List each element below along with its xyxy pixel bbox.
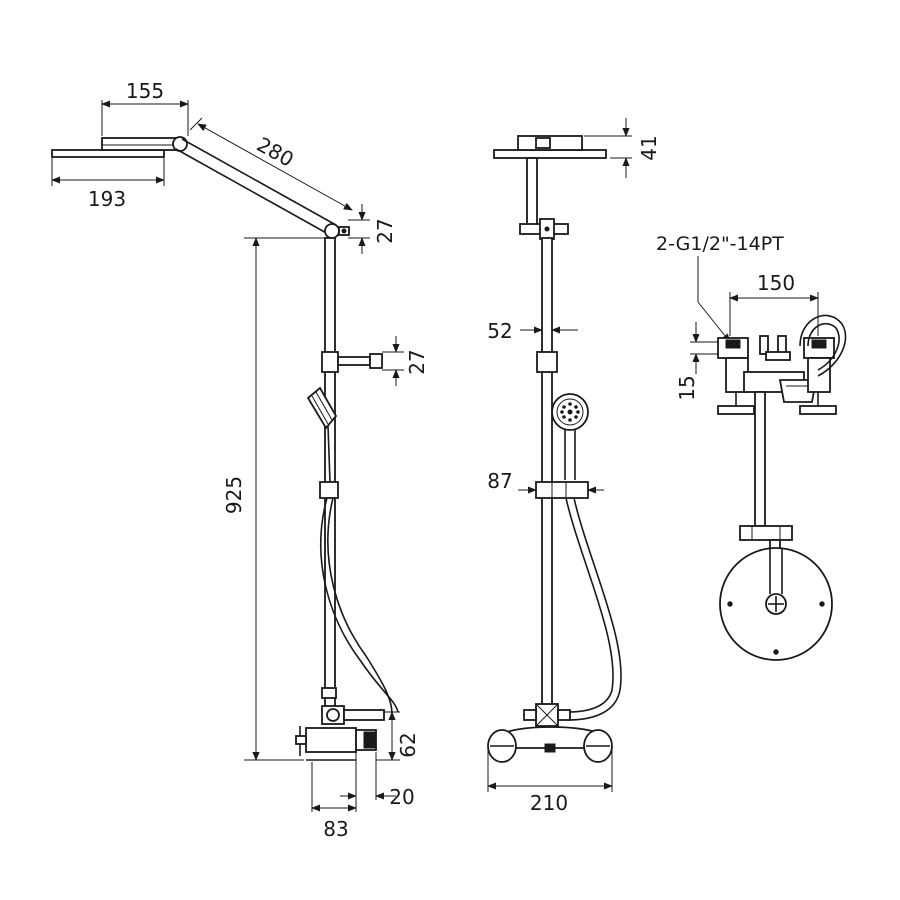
side-hand-shower <box>306 386 338 483</box>
front-mixer <box>487 703 613 763</box>
dim-text-280: 280 <box>253 132 298 172</box>
dim-text-27-bracket: 27 <box>405 349 429 374</box>
dim-head-thickness: 41 <box>584 118 661 178</box>
front-hand-shower-holder <box>535 481 589 499</box>
front-upper-bracket <box>519 218 569 240</box>
thread-spec-label: 2-G1/2"-14PT <box>656 233 784 255</box>
dim-text-87: 87 <box>487 469 512 493</box>
front-slide-bar <box>536 237 558 709</box>
side-mixer <box>295 705 385 761</box>
dim-text-150: 150 <box>757 271 795 295</box>
dim-inlet-offset: 15 <box>675 322 724 401</box>
dim-mixer-span: 210 <box>487 750 613 815</box>
dim-inlet-spacing: 150 <box>729 271 819 336</box>
dim-mixer-height: 62 <box>376 711 420 761</box>
dim-column-height: 925 <box>222 237 324 761</box>
dim-text-193: 193 <box>88 187 126 211</box>
dim-head-arm-length: 155 <box>101 79 189 136</box>
dim-text-925: 925 <box>222 476 246 514</box>
dim-arm-joint-height: 27 <box>348 204 397 254</box>
thread-spec-leader <box>697 256 731 343</box>
dim-text-20: 20 <box>389 785 414 809</box>
dim-text-52: 52 <box>487 319 512 343</box>
dim-slide-bar-width: 52 <box>487 319 578 343</box>
front-view: 41 52 87 210 <box>487 118 661 815</box>
top-mixer-body <box>743 335 818 403</box>
dim-mixer-width: 20 <box>340 752 415 809</box>
dim-text-41: 41 <box>637 135 661 160</box>
top-wall-plate <box>719 547 833 661</box>
dim-holder-width: 87 <box>487 469 604 494</box>
dim-text-210: 210 <box>530 791 568 815</box>
top-left-inlet <box>717 337 755 415</box>
top-view: 2-G1/2"-14PT 150 15 <box>656 233 847 661</box>
dim-text-62: 62 <box>396 732 420 757</box>
side-view: 155 193 280 27 27 <box>51 79 429 841</box>
side-shower-head <box>51 136 188 158</box>
side-hose <box>320 497 399 715</box>
dim-text-15: 15 <box>675 375 699 400</box>
dim-text-83: 83 <box>323 817 348 841</box>
dim-mixer-depth: 83 <box>311 762 357 841</box>
front-hose <box>565 497 622 721</box>
dim-bracket-height: 27 <box>382 336 429 386</box>
front-hand-shower <box>551 393 589 480</box>
top-right-inlet <box>799 314 847 415</box>
front-shower-head <box>493 135 607 229</box>
dim-arm-length: 280 <box>189 117 353 211</box>
dim-head-diameter: 193 <box>51 158 165 211</box>
dim-text-27-upper: 27 <box>373 218 397 243</box>
dim-text-155: 155 <box>126 79 164 103</box>
